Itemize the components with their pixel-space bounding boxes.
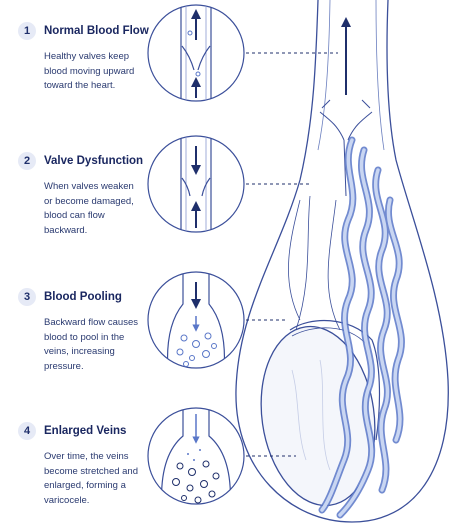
circle-blood-pooling: [148, 266, 244, 372]
testis-anatomy: [236, 0, 448, 522]
circle-normal-flow: [148, 0, 244, 110]
circle-valve-dysfunction: [148, 130, 244, 240]
circle-enlarged-veins: [148, 404, 244, 510]
